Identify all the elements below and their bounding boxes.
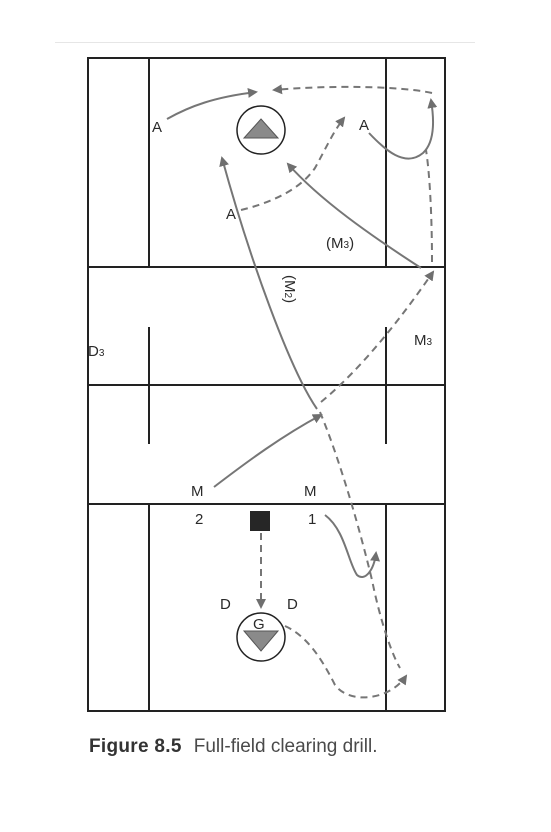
m3-label: M3 xyxy=(414,332,433,349)
pass-to-attack-right xyxy=(240,116,346,211)
pass-up-right-side xyxy=(425,149,433,263)
m3-paren-base: (M xyxy=(326,235,344,252)
m1-letter-label: M xyxy=(304,483,317,500)
attack-right-label: A xyxy=(359,117,369,134)
m1-number-label: 1 xyxy=(308,511,316,528)
pass-midfield-down xyxy=(319,411,401,669)
figure-caption: Figure 8.5 Full-field clearing drill. xyxy=(89,733,459,760)
m3-paren-sub: 3 xyxy=(344,240,350,251)
m2-paren-close: ) xyxy=(281,298,298,303)
d3-sub: 3 xyxy=(99,348,105,359)
defense-left-label: D xyxy=(220,596,231,613)
d3-label: D3 xyxy=(88,343,105,360)
defense-right-label: D xyxy=(287,596,298,613)
goalie-label: G xyxy=(253,616,265,633)
attack-mid-label: A xyxy=(226,206,236,223)
m2-letter-label: M xyxy=(191,483,204,500)
d3-base: D xyxy=(88,343,99,360)
top-goal xyxy=(236,105,286,155)
m2-paren-base: (M xyxy=(281,275,298,293)
field-lines xyxy=(87,57,446,712)
m3-paren-close: ) xyxy=(349,235,354,252)
attack-right-loop-arrow xyxy=(368,98,438,160)
attack-left-label: A xyxy=(152,119,162,136)
midfielder-3-cut-arrow xyxy=(286,162,422,269)
bottom-goal xyxy=(236,612,286,662)
m2-paren-label: (M2) xyxy=(281,275,298,303)
midfielder-2-diagonal-arrow xyxy=(213,414,323,488)
m3-base: M xyxy=(414,332,427,349)
midfielder-1-hook-arrow xyxy=(324,514,381,578)
pass-across-top xyxy=(272,84,433,95)
solid-paths xyxy=(166,88,438,578)
bottom-goal-crease xyxy=(236,612,286,662)
goalie-outlet-pass xyxy=(284,625,408,699)
m3-paren-label: (M3) xyxy=(326,235,354,252)
m3-sub: 3 xyxy=(427,337,433,348)
top-divider xyxy=(55,42,475,43)
figure-title: Full-field clearing drill. xyxy=(193,736,378,757)
top-goal-triangle xyxy=(242,118,280,139)
bottom-goal-triangle xyxy=(242,630,280,652)
figure-number: Figure 8.5 xyxy=(89,736,182,757)
top-goal-crease xyxy=(236,105,286,155)
m2-paren-sub: 2 xyxy=(282,293,293,299)
m2-number-label: 2 xyxy=(195,511,203,528)
coach-square-marker xyxy=(250,511,270,531)
dashed-paths xyxy=(240,84,435,699)
position-labels: A A A (M3) (M2) D3 M3 M 2 M 1 D D G xyxy=(88,117,433,633)
pass-to-midfielder-3 xyxy=(320,270,435,403)
midfielder-2-long-run-arrow xyxy=(219,156,318,410)
attack-left-cut-arrow xyxy=(166,88,258,120)
